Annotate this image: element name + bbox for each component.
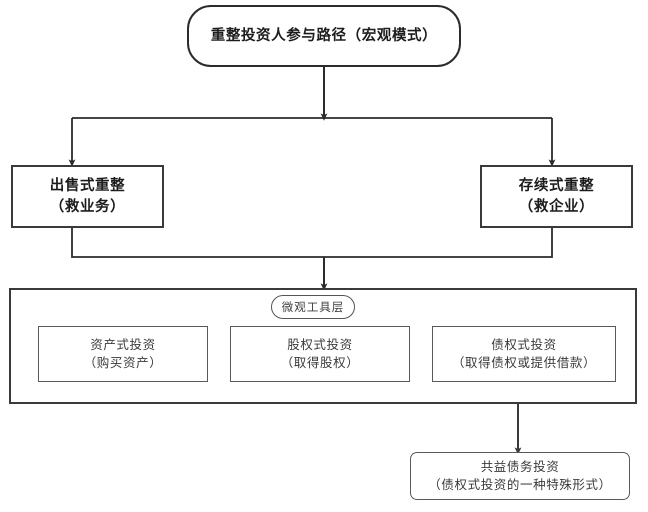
node-reorganization-investor-path[interactable]: 重整投资人参与路径（宏观模式） — [187, 5, 461, 67]
connector-root-to-split — [68, 67, 556, 167]
node-common-benefit-debt-investment[interactable]: 共益债务投资 （债权式投资的一种特殊形式） — [410, 452, 630, 500]
node-equity-investment[interactable]: 股权式投资 （取得股权） — [230, 326, 410, 382]
node-label: 股权式投资 （取得股权） — [280, 337, 360, 370]
node-debt-investment[interactable]: 债权式投资 （取得债权或提供借款） — [432, 326, 616, 382]
node-sale-type-reorganization[interactable]: 出售式重整 （救业务） — [11, 165, 164, 228]
connector-level2-to-micro — [71, 228, 553, 291]
node-label: 债权式投资 （取得债权或提供借款） — [451, 337, 597, 370]
node-label: 资产式投资 （购买资产） — [83, 337, 163, 370]
node-label: 共益债务投资 （债权式投资的一种特殊形式） — [428, 459, 612, 492]
node-label: 出售式重整 （救业务） — [49, 177, 126, 215]
micro-tool-layer-badge: 微观工具层 — [271, 295, 355, 319]
node-label: 存续式重整 （救企业） — [518, 177, 595, 215]
badge-label: 微观工具层 — [281, 300, 345, 314]
node-going-concern-reorganization[interactable]: 存续式重整 （救企业） — [480, 165, 633, 228]
node-label: 重整投资人参与路径（宏观模式） — [210, 27, 438, 44]
node-asset-investment[interactable]: 资产式投资 （购买资产） — [38, 326, 208, 382]
